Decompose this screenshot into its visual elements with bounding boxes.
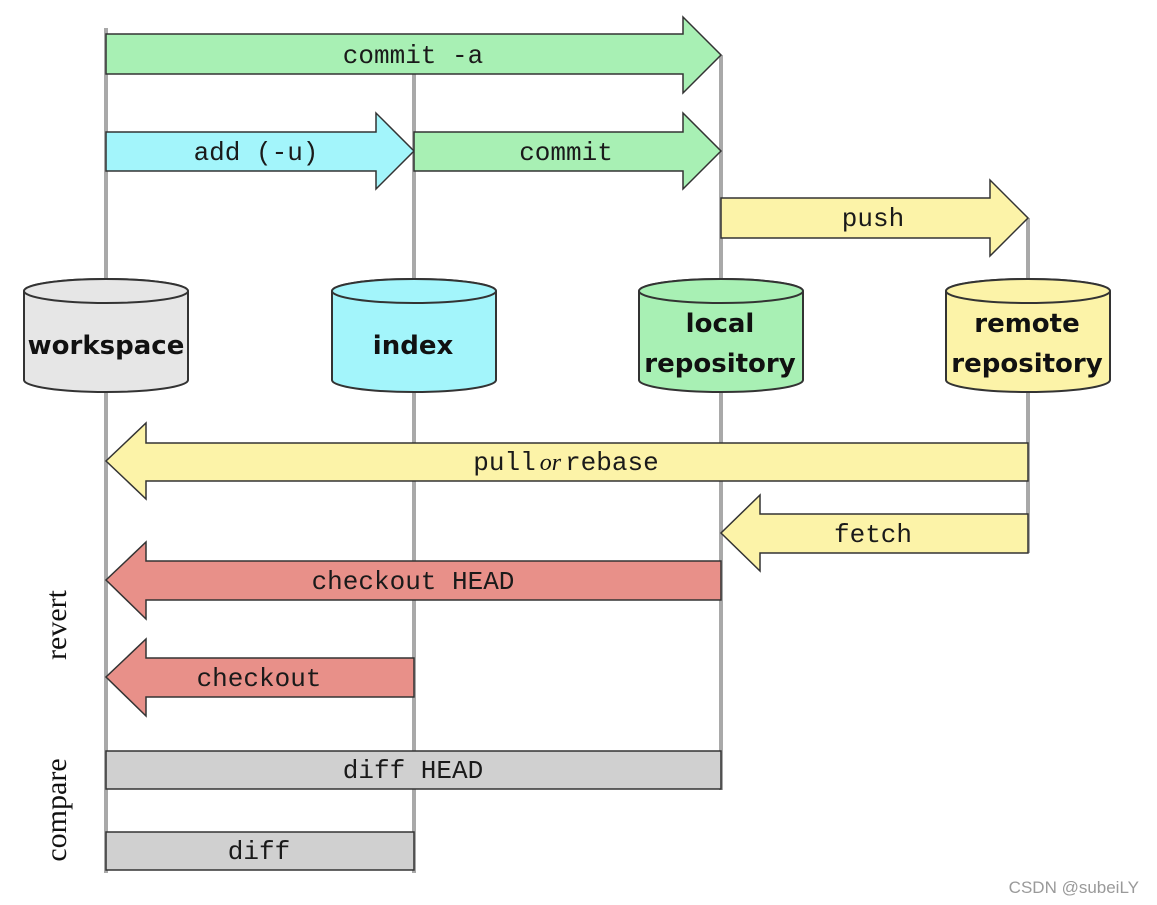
commit-a-arrow-shape [105,15,723,95]
local-repository-label-line2: repository [644,349,795,379]
pull-label: pull [473,448,535,478]
remote-repository-cylinder-top [945,278,1111,304]
diff-bar-shape [105,831,415,871]
push-arrow-shape [720,178,1030,258]
checkout-arrow: checkout [104,637,415,718]
checkout-head-label: checkout HEAD [312,567,515,597]
index-label: index [373,331,454,361]
rebase-label: rebase [565,448,659,478]
diff-head-label: diff HEAD [343,756,483,786]
workspace-store: workspace [23,278,189,393]
local-repository-label-line1: local [686,309,755,339]
commit-a-label: commit -a [343,41,483,71]
index-cylinder-top [331,278,497,304]
checkout-label: checkout [197,664,322,694]
index-store: index [331,278,497,393]
diff-head-bar-shape [105,750,722,790]
checkout-head-arrow: checkout HEAD [104,540,722,621]
diff-bar: diff [105,831,415,871]
add-arrow: add (-u) [105,111,416,191]
pull-or-label: or [540,450,562,476]
remote-repository-label-line1: remote [974,309,1079,339]
commit-arrow: commit [413,111,723,191]
csdn-watermark: CSDN @subeiLY [1009,878,1139,897]
add-arrow-shape [105,111,416,191]
push-label: push [842,204,904,234]
revert-side-label: revert [40,589,73,660]
commit-label: commit [519,138,613,168]
fetch-arrow: fetch [719,493,1029,573]
remote-repository-store: remote repository [945,278,1111,393]
local-repository-cylinder-top [638,278,804,304]
pull-arrow-shape [104,421,1029,501]
workspace-cylinder-top [23,278,189,304]
fetch-label: fetch [834,520,912,550]
checkout-head-arrow-shape [104,540,722,621]
push-arrow: push [720,178,1030,258]
fetch-arrow-shape [719,493,1029,573]
add-label: add (-u) [194,138,319,168]
compare-side-label: compare [40,758,73,861]
local-repository-store: local repository [638,278,804,393]
commit-arrow-shape [413,111,723,191]
remote-repository-label-line2: repository [951,349,1102,379]
diff-label: diff [228,837,290,867]
diff-head-bar: diff HEAD [105,750,722,790]
commit-a-arrow: commit -a [105,15,723,95]
workspace-label: workspace [28,331,185,361]
checkout-arrow-shape [104,637,415,718]
